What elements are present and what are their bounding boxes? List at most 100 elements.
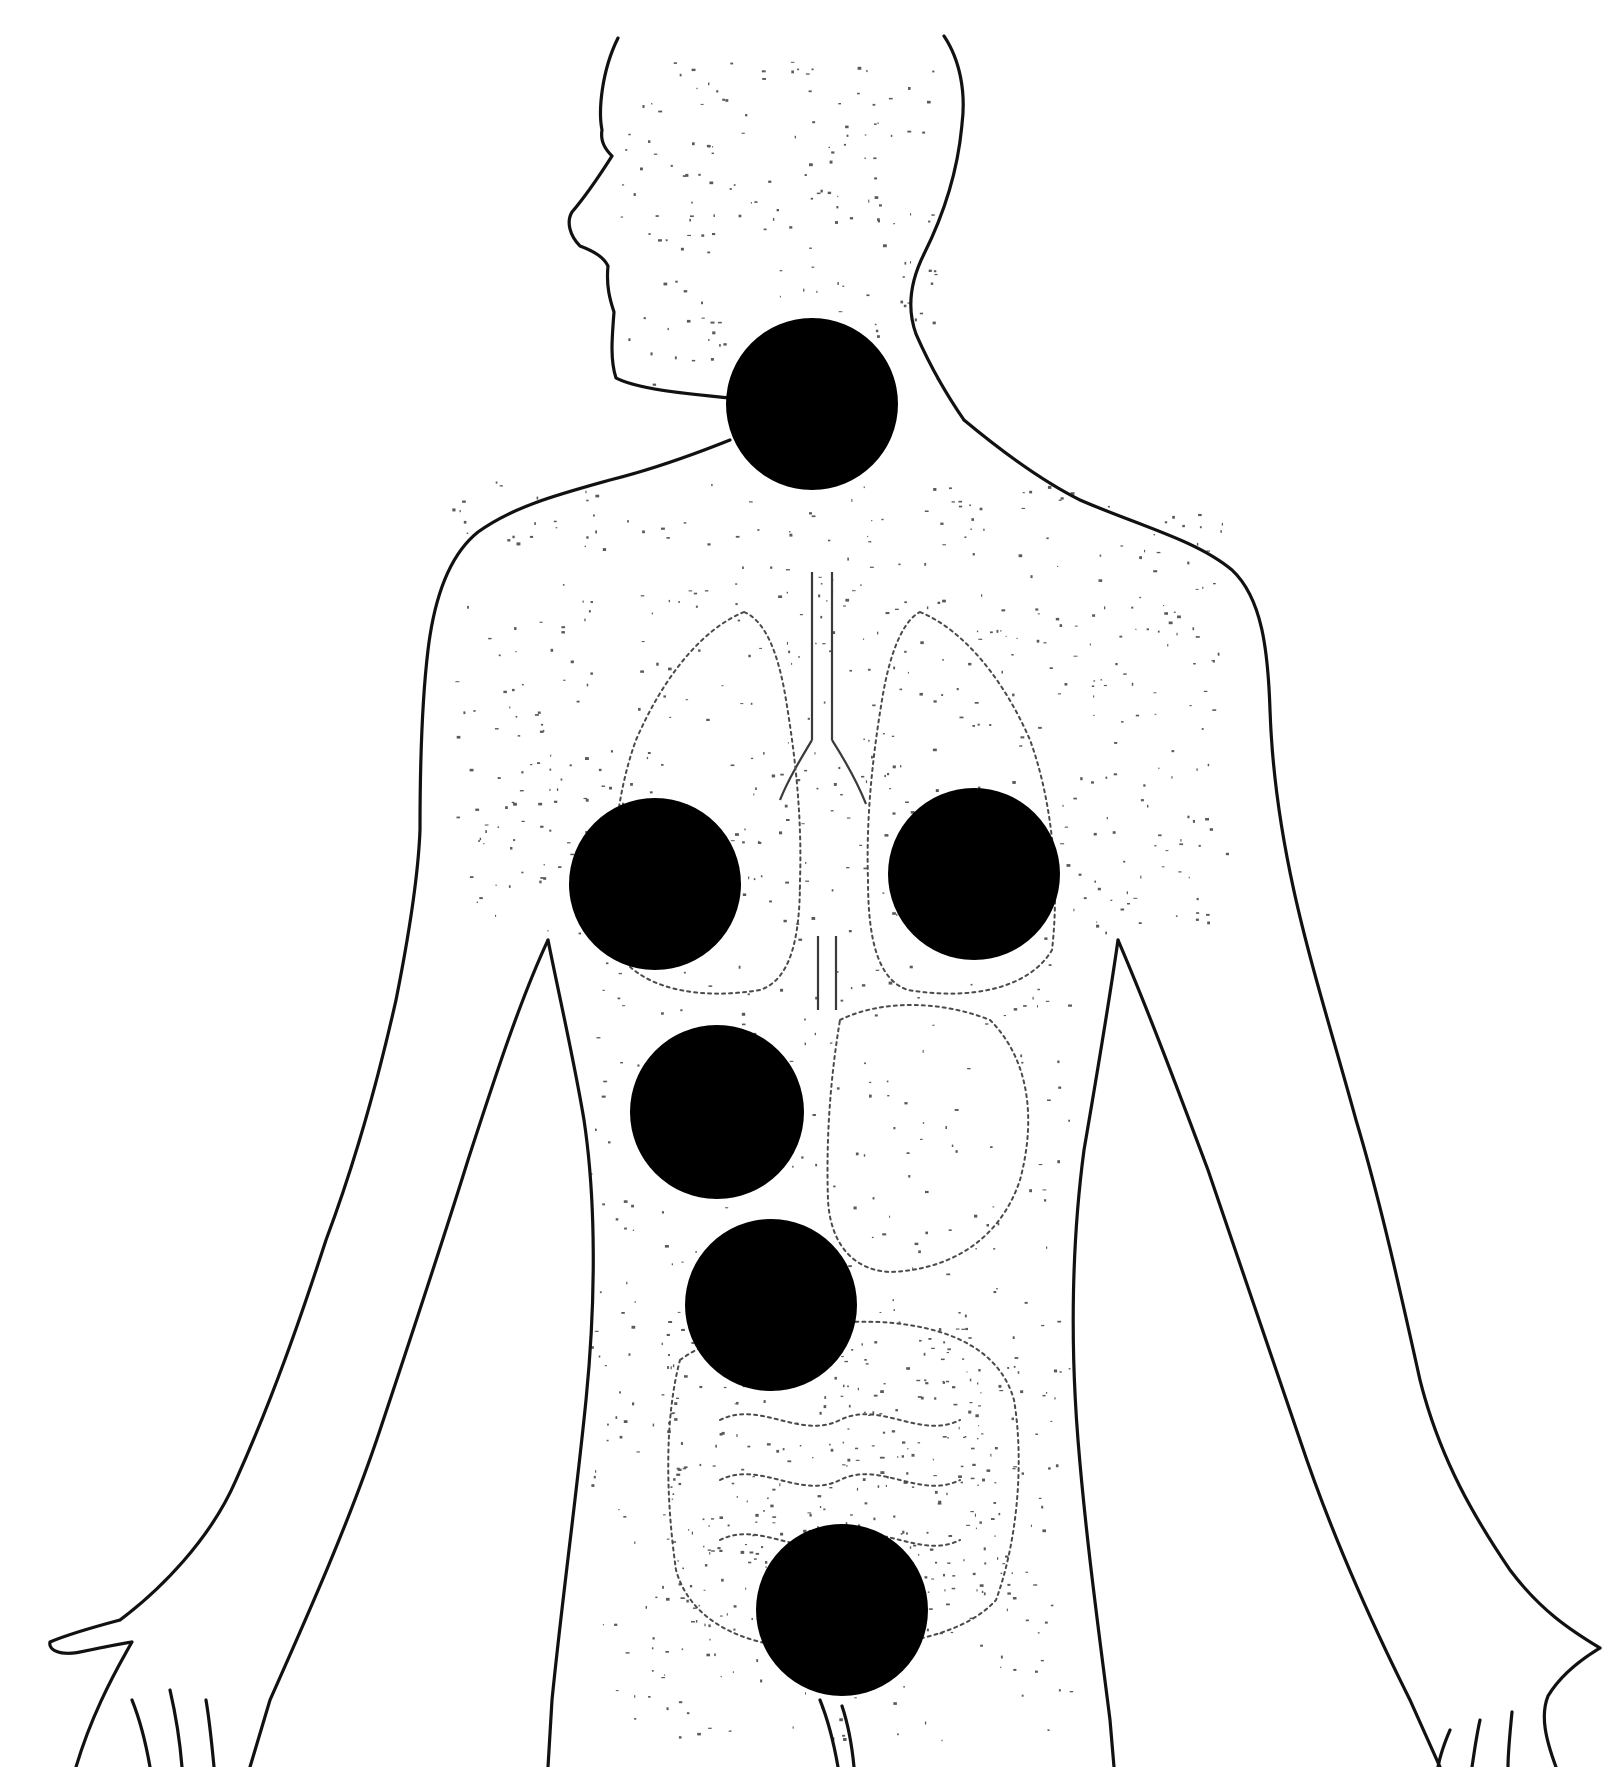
stipple-dot xyxy=(667,1539,670,1540)
stipple-dot xyxy=(682,1568,684,1570)
stipple-dot xyxy=(624,1420,628,1423)
stipple-dot xyxy=(908,1175,910,1178)
stipple-dot xyxy=(603,1624,604,1625)
stipple-dot xyxy=(788,742,789,743)
stipple-dot xyxy=(822,643,825,644)
stipple-dot xyxy=(616,1690,619,1691)
stipple-dot xyxy=(859,845,862,846)
stipple-dot xyxy=(680,1009,682,1011)
stipple-dot xyxy=(646,1606,647,1609)
stipple-dot xyxy=(879,1413,882,1414)
stipple-dot xyxy=(977,1438,979,1439)
stipple-dot xyxy=(847,135,849,137)
stipple-dot xyxy=(1022,508,1026,509)
stipple-dot xyxy=(762,78,766,80)
stipple-dot xyxy=(1135,629,1136,630)
stipple-dot xyxy=(715,1445,717,1448)
stipple-dot xyxy=(722,1432,725,1435)
stipple-dot xyxy=(513,803,517,806)
stipple-dot xyxy=(999,1385,1002,1388)
stipple-dot xyxy=(503,691,507,693)
stipple-dot xyxy=(981,1433,983,1434)
stipple-dot xyxy=(905,802,909,804)
stipple-dot xyxy=(864,158,866,159)
stipple-dot xyxy=(747,1446,750,1448)
stipple-dot xyxy=(761,1546,763,1548)
stipple-dot xyxy=(1057,566,1058,567)
stipple-dot xyxy=(980,1584,984,1587)
stipple-dot xyxy=(706,719,710,721)
stipple-dot xyxy=(789,226,792,228)
stipple-dot xyxy=(947,1352,949,1353)
stipple-dot xyxy=(538,803,542,806)
stipple-dot xyxy=(883,733,885,734)
stipple-dot xyxy=(956,1329,960,1330)
stipple-dot xyxy=(1038,1632,1040,1633)
stipple-dot xyxy=(1057,1061,1059,1064)
stipple-dot xyxy=(820,616,822,619)
stipple-dot xyxy=(889,1216,890,1218)
stipple-dot xyxy=(609,787,612,790)
stipple-dot xyxy=(642,641,645,642)
stipple-dot xyxy=(944,1589,945,1591)
stipple-dot xyxy=(495,915,496,917)
stipple-dot xyxy=(1165,521,1167,523)
stipple-dot xyxy=(663,695,666,697)
stipple-dot xyxy=(1154,534,1156,535)
stipple-dot xyxy=(735,833,739,836)
stipple-dot xyxy=(673,1364,674,1367)
stipple-dot xyxy=(918,1250,921,1253)
stipple-dot xyxy=(931,1348,935,1349)
stipple-dot xyxy=(942,600,946,603)
stipple-dot xyxy=(1136,715,1139,717)
stipple-dot xyxy=(772,775,775,778)
stipple-dot xyxy=(522,684,524,686)
stipple-dot xyxy=(875,324,877,325)
stipple-dot xyxy=(628,338,630,341)
stipple-dot xyxy=(764,229,767,231)
stipple-dot xyxy=(1012,781,1016,784)
stipple-dot xyxy=(561,779,563,781)
stipple-dot xyxy=(634,193,636,196)
stipple-dot xyxy=(1167,644,1168,647)
stipple-dot xyxy=(457,736,461,739)
stipple-dot xyxy=(997,1557,998,1560)
stipple-dot xyxy=(790,1061,794,1062)
stipple-dot xyxy=(633,1230,634,1231)
stipple-dot xyxy=(547,930,548,931)
stipple-dot xyxy=(712,331,715,334)
stipple-dot xyxy=(674,62,677,64)
stipple-dot xyxy=(745,114,747,116)
stipple-dot xyxy=(928,1592,930,1593)
stipple-dot xyxy=(1169,622,1173,625)
stipple-dot xyxy=(893,812,896,814)
stipple-dot xyxy=(866,780,867,783)
stipple-dot xyxy=(570,854,574,856)
stipple-dot xyxy=(708,339,709,341)
stipple-dot xyxy=(818,595,820,598)
stipple-dot xyxy=(653,384,656,386)
stipple-dot xyxy=(665,1245,669,1248)
stipple-dot xyxy=(689,219,691,222)
stipple-dot xyxy=(917,997,919,999)
stipple-dot xyxy=(1093,695,1094,697)
stipple-dot xyxy=(470,769,474,772)
stipple-dot xyxy=(864,486,865,488)
stipple-dot xyxy=(516,716,518,718)
stipple-dot xyxy=(1012,694,1014,697)
stipple-dot xyxy=(634,1695,635,1698)
stipple-dot xyxy=(850,1514,853,1515)
stipple-dot xyxy=(893,667,895,670)
stipple-dot xyxy=(850,217,853,219)
stipple-dot xyxy=(512,689,515,691)
stipple-dot xyxy=(946,1604,950,1606)
stipple-dot xyxy=(933,1475,937,1476)
stipple-dot xyxy=(709,1639,710,1641)
stipple-dot xyxy=(1007,1367,1009,1369)
stipple-dot xyxy=(1014,1008,1018,1011)
stipple-dot xyxy=(663,1514,666,1515)
stipple-dot xyxy=(644,317,646,319)
stipple-dot xyxy=(711,1518,714,1519)
stipple-dot xyxy=(858,1388,859,1391)
stipple-dot xyxy=(1019,745,1022,746)
